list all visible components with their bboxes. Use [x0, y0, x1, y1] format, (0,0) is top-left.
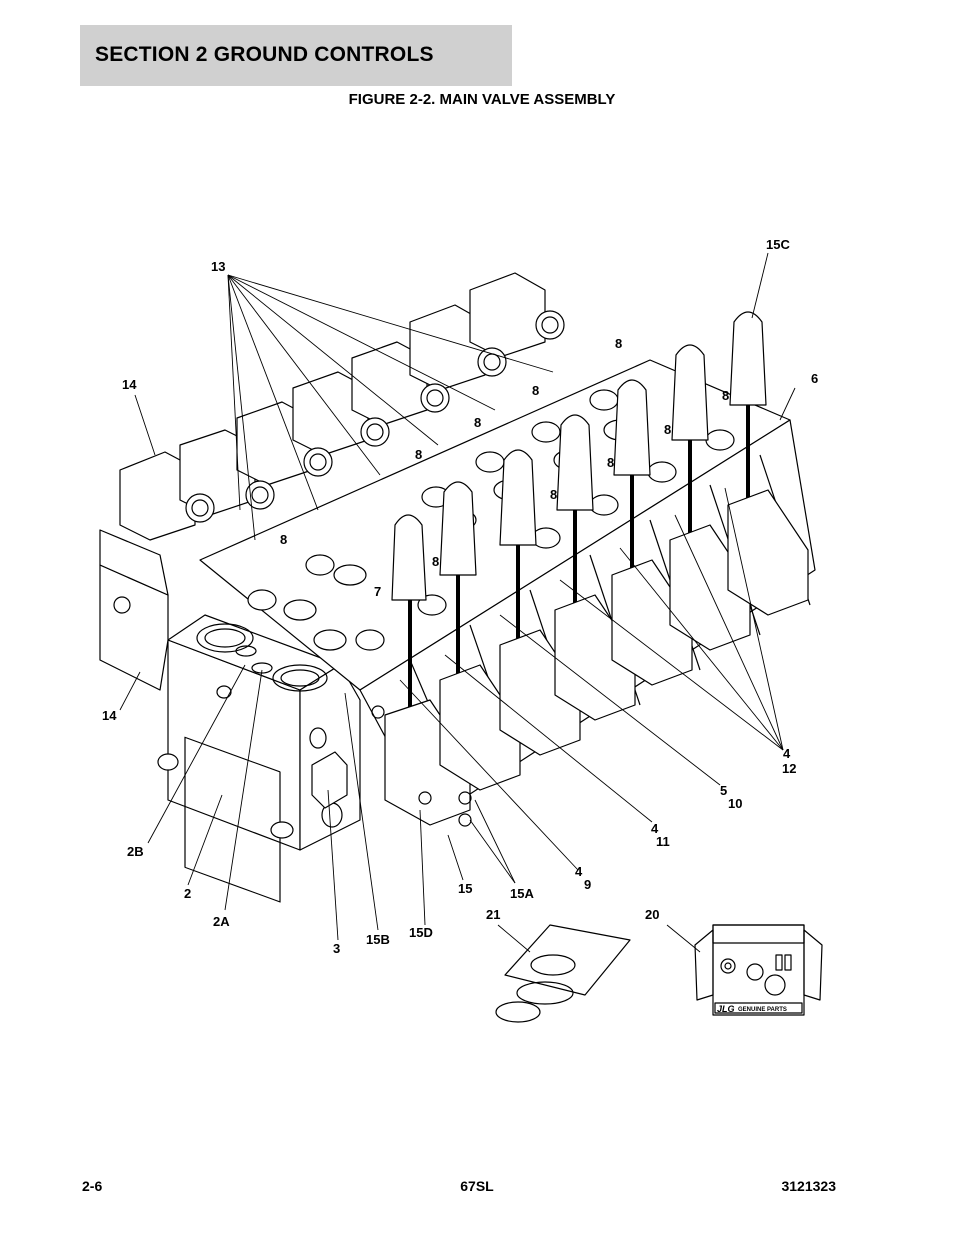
callout-20: 20 — [645, 907, 659, 922]
callout-9: 9 — [584, 877, 591, 892]
callout-8: 8 — [722, 388, 729, 403]
callout-3: 3 — [333, 941, 340, 956]
callout-6: 6 — [811, 371, 818, 386]
callout-14-bottom: 14 — [102, 708, 117, 723]
callout-15b: 15B — [366, 932, 390, 947]
callout-15d: 15D — [409, 925, 433, 940]
callout-4: 4 — [651, 821, 659, 836]
callout-4: 4 — [575, 864, 583, 879]
section-title: SECTION 2 GROUND CONTROLS — [95, 43, 434, 66]
footer-doc-number: 3121323 — [781, 1178, 836, 1194]
callout-4: 4 — [783, 746, 791, 761]
callout-2a: 2A — [213, 914, 230, 929]
callout-8: 8 — [474, 415, 481, 430]
callout-8: 8 — [280, 532, 287, 547]
callout-8: 8 — [607, 455, 614, 470]
figure-caption: FIGURE 2-2. MAIN VALVE ASSEMBLY — [348, 91, 616, 108]
callout-8: 8 — [550, 487, 557, 502]
callout-13: 13 — [211, 259, 225, 274]
kit-brand: JLG — [717, 1004, 735, 1014]
callout-7: 7 — [374, 584, 381, 599]
valve-drawing — [99, 252, 823, 1023]
callout-8: 8 — [432, 554, 439, 569]
callout-2: 2 — [184, 886, 191, 901]
inlet-block — [157, 614, 361, 903]
callout-10: 10 — [728, 796, 742, 811]
callout-5: 5 — [720, 783, 727, 798]
callout-11: 11 — [656, 834, 670, 849]
callout-14-top: 14 — [122, 377, 137, 392]
kit-label: GENUINE PARTS — [738, 1007, 787, 1013]
end-plate — [99, 529, 169, 691]
callout-15a: 15A — [510, 886, 534, 901]
parts-kit-box — [694, 924, 823, 1016]
solenoid-row — [119, 272, 565, 541]
footer-model: 67SL — [460, 1178, 494, 1194]
control-handles — [391, 311, 767, 710]
callout-21: 21 — [486, 907, 500, 922]
section-banner: SECTION 2 GROUND CONTROLS — [80, 25, 512, 86]
callout-8: 8 — [664, 422, 671, 437]
callout-8: 8 — [615, 336, 622, 351]
callout-2b: 2B — [127, 844, 144, 859]
leader-lines — [119, 252, 796, 953]
callout-15c: 15C — [766, 237, 790, 252]
callout-15: 15 — [458, 881, 472, 896]
footer-page-number: 2-6 — [82, 1178, 103, 1194]
seal-kit — [495, 924, 631, 1023]
handle-linkages — [371, 489, 809, 827]
callout-8: 8 — [532, 383, 539, 398]
callout-8: 8 — [415, 447, 422, 462]
callout-12: 12 — [782, 761, 796, 776]
callout-labels: 13 15C 14 6 8 8 8 8 8 8 8 8 8 8 7 14 4 1… — [102, 237, 818, 956]
